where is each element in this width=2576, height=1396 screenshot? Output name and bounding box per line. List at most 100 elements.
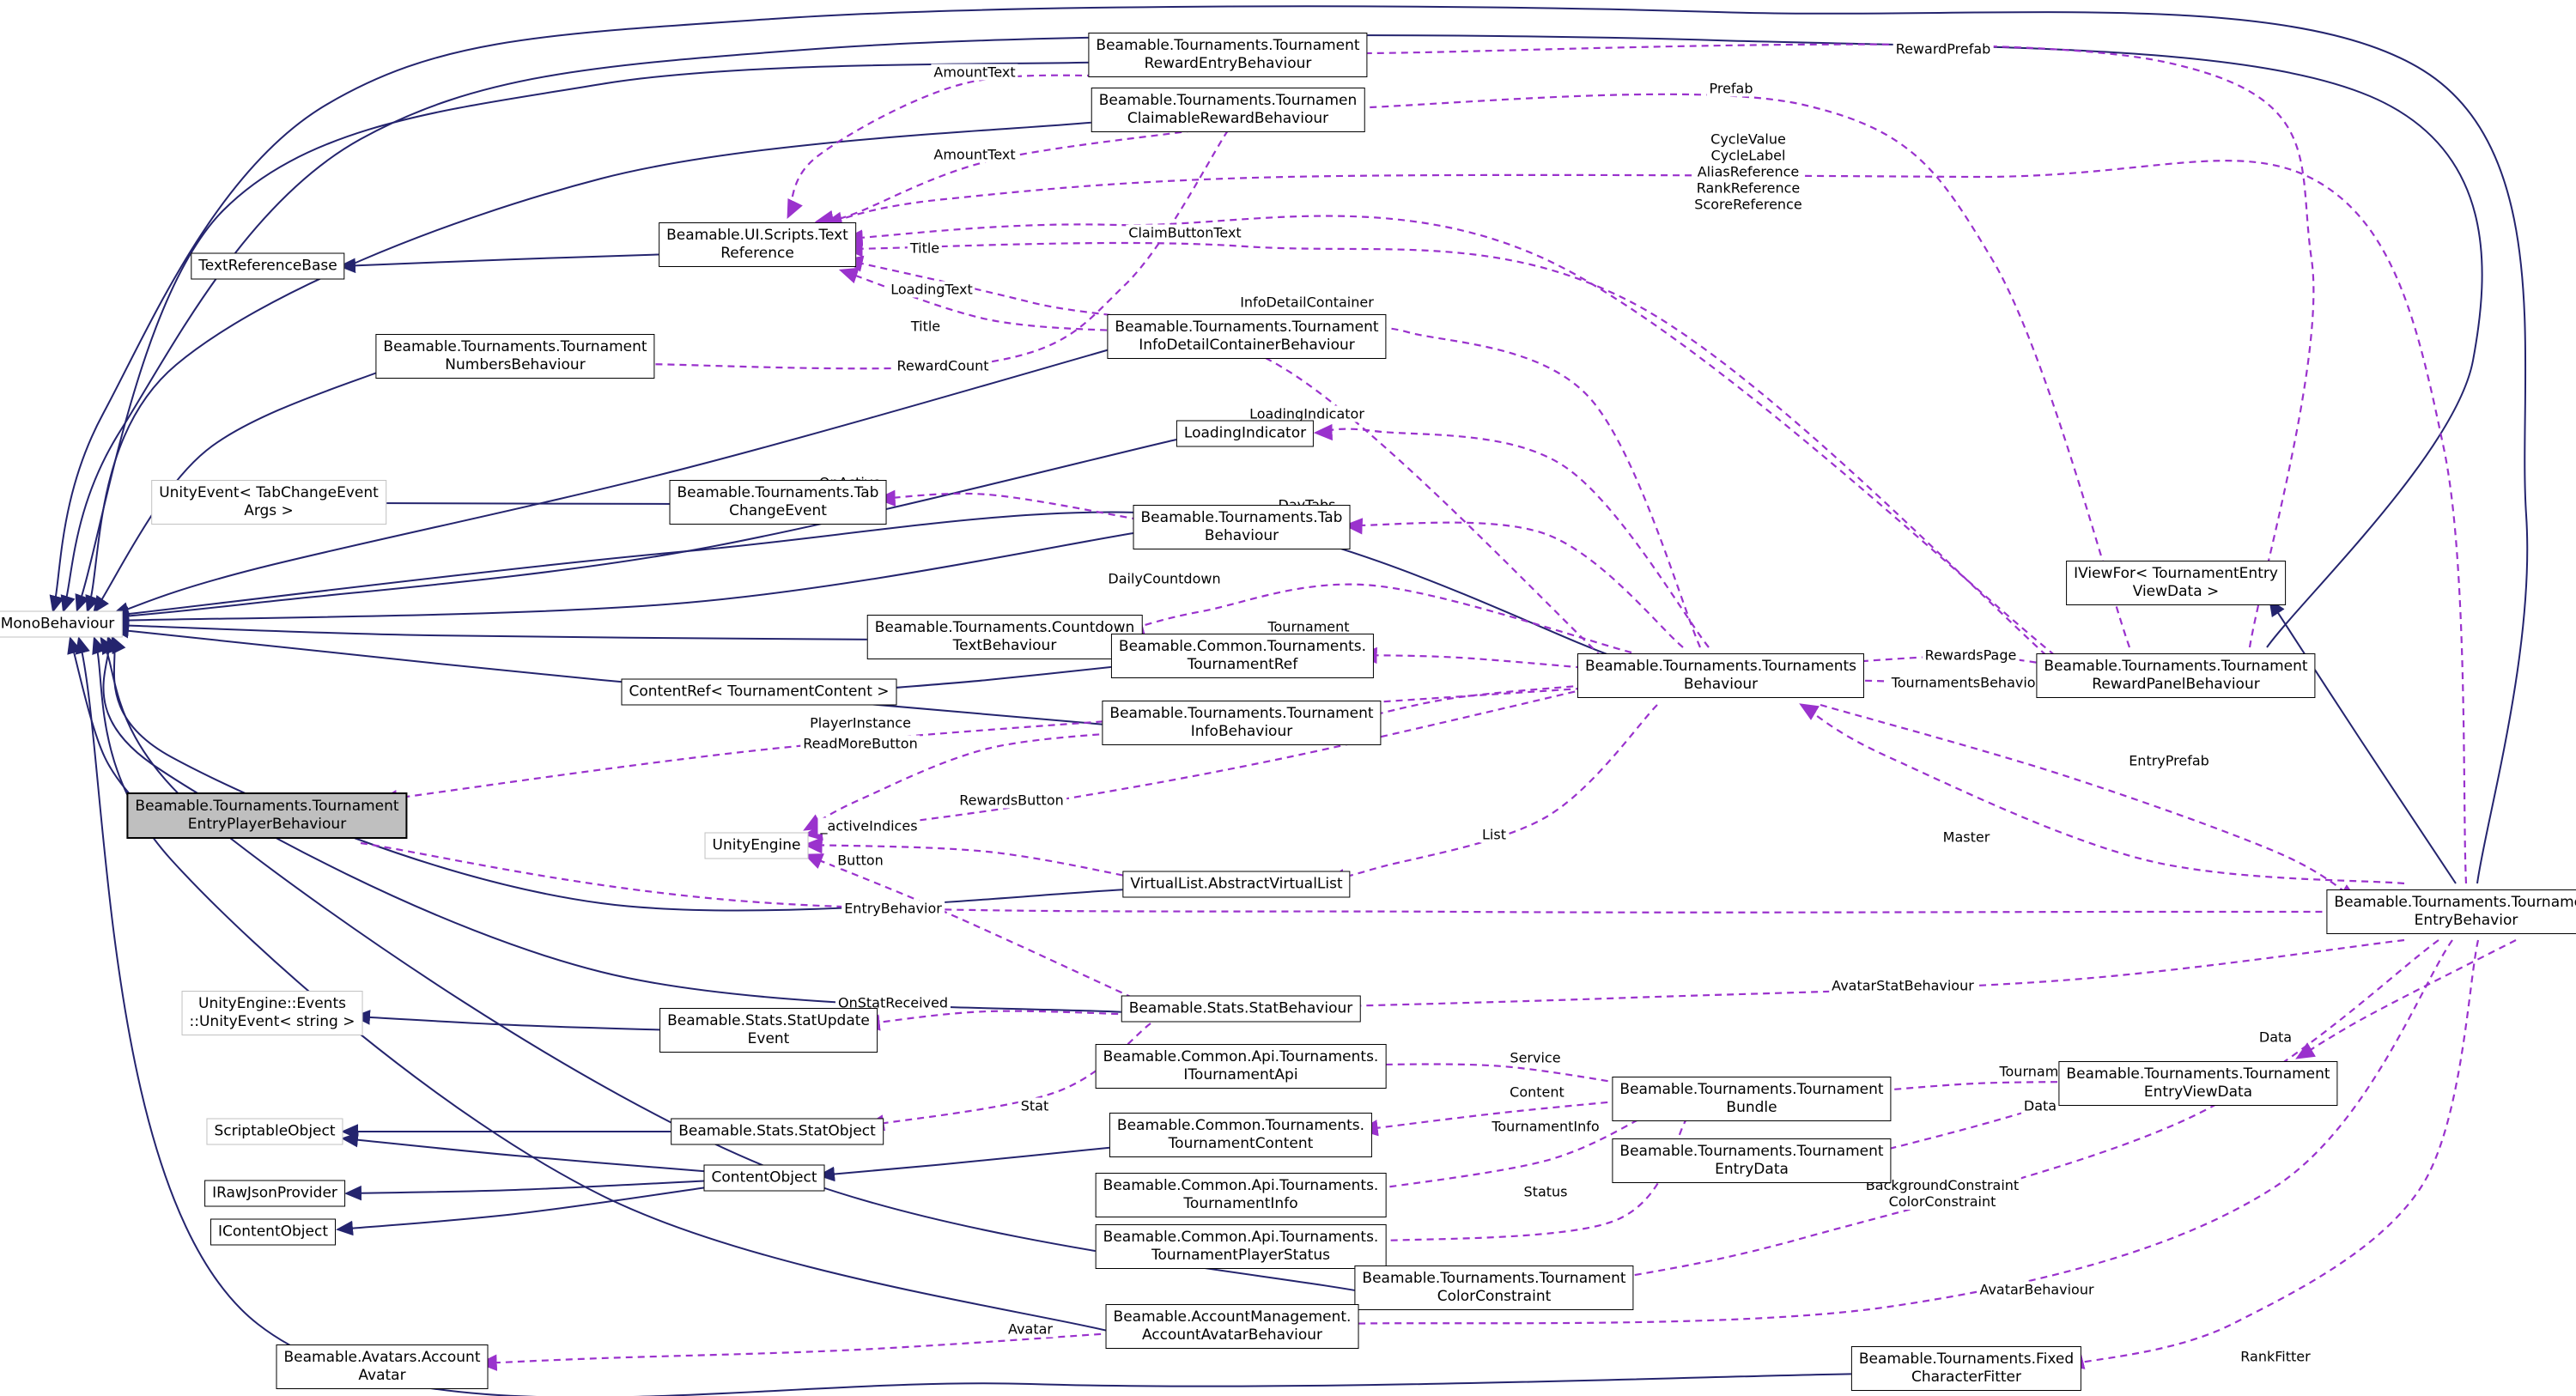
- usage-edge-Avatar: [477, 1331, 1126, 1371]
- edge-label-Prefab: Prefab: [1706, 80, 1756, 97]
- edge-label-LoadingText: LoadingText: [888, 281, 975, 298]
- node-infodetail[interactable]: Beamable.Tournaments.Tournament InfoDeta…: [1107, 314, 1387, 359]
- inheritance-edge-19: [817, 1145, 1126, 1182]
- node-rawjson[interactable]: IRawJsonProvider: [204, 1180, 345, 1207]
- usage-edge-_activeIndices: [803, 837, 1147, 882]
- edge-label-CycleValue: CycleValue CycleLabel AliasReference Ran…: [1692, 130, 1805, 213]
- node-entrydata[interactable]: Beamable.Tournaments.Tournament EntryDat…: [1612, 1138, 1892, 1183]
- inheritance-edge-17: [344, 1180, 714, 1201]
- node-icontentobj[interactable]: IContentObject: [210, 1218, 336, 1246]
- node-mono: MonoBehaviour: [0, 610, 123, 638]
- usage-edge-OnActive: [876, 489, 1139, 521]
- usage-edge-CycleValue: [823, 160, 2468, 884]
- usage-edge-EntryBehavior: [360, 841, 2360, 920]
- inheritance-edge-26: [2269, 598, 2457, 884]
- edge-label-List: List: [1479, 826, 1509, 843]
- edge-label-RewardsPage: RewardsPage: [1922, 646, 2020, 664]
- edge-label-Master: Master: [1940, 828, 1993, 846]
- node-uengine: UnityEngine: [704, 832, 809, 859]
- node-itapi[interactable]: Beamable.Common.Api.Tournaments. ITourna…: [1095, 1044, 1387, 1089]
- node-colorconstraint[interactable]: Beamable.Tournaments.Tournament ColorCon…: [1354, 1266, 1634, 1310]
- edge-label-PlayerInstance: PlayerInstance: [807, 714, 914, 731]
- node-fixedfitter[interactable]: Beamable.Tournaments.Fixed CharacterFitt…: [1850, 1346, 2082, 1391]
- inheritance-edge-10: [112, 623, 1127, 727]
- inheritance-edge-6: [112, 531, 1139, 628]
- inheritance-edge-9: [870, 665, 1127, 696]
- node-contentobj[interactable]: ContentObject: [703, 1164, 825, 1192]
- node-tcontent[interactable]: Beamable.Common.Tournaments. TournamentC…: [1109, 1113, 1373, 1157]
- edge-label-Avatar: Avatar: [1005, 1320, 1055, 1338]
- edge-label-RewardPrefab: RewardPrefab: [1893, 40, 1994, 58]
- usage-edge-Data: [2295, 939, 2517, 1059]
- edge-label-AmountText: AmountText: [931, 64, 1018, 81]
- edge-label-RankFitter: RankFitter: [2238, 1348, 2313, 1365]
- node-evd[interactable]: Beamable.Tournaments.Tournament EntryVie…: [2058, 1061, 2338, 1106]
- inheritance-edge-24: [49, 5, 2529, 884]
- node-tabbehav[interactable]: Beamable.Tournaments.Tab Behaviour: [1133, 505, 1351, 549]
- inheritance-edge-2: [85, 119, 1117, 613]
- edge-label-Button: Button: [835, 852, 886, 869]
- edge-label-ClaimButtonText: ClaimButtonText: [1126, 224, 1244, 241]
- edge-label-Data: Data: [2256, 1029, 2295, 1046]
- usage-edge-LoadingIndicator: [1313, 423, 1710, 648]
- edge-label-InfoDetailContainer: InfoDetailContainer: [1237, 294, 1376, 311]
- usage-edge-ClaimButtonText: [843, 240, 2065, 672]
- node-numbers[interactable]: Beamable.Tournaments.Tournament NumbersB…: [375, 334, 655, 379]
- edge-label-TournamentInfo: TournamentInfo: [1489, 1118, 1602, 1135]
- node-avatarbehav[interactable]: Beamable.AccountManagement. AccountAvata…: [1105, 1304, 1359, 1349]
- node-vlist[interactable]: VirtualList.AbstractVirtualList: [1122, 871, 1351, 898]
- node-textrefbase[interactable]: TextReferenceBase: [191, 252, 345, 280]
- usage-edge-EntryPrefab: [1820, 703, 2359, 901]
- node-accountavatar[interactable]: Beamable.Avatars.Account Avatar: [276, 1344, 489, 1389]
- usage-edge-RewardPrefab: [1339, 43, 2315, 648]
- node-tabchange[interactable]: Beamable.Tournaments.Tab ChangeEvent: [669, 480, 887, 525]
- node-gray: Beamable.Tournaments.Tournament EntryPla…: [126, 792, 408, 839]
- edge-label-EntryPrefab: EntryPrefab: [2126, 752, 2212, 769]
- usage-edge-AvatarStatBehaviour: [1339, 938, 2405, 1015]
- node-bundle[interactable]: Beamable.Tournaments.Tournament Bundle: [1612, 1077, 1892, 1121]
- usage-edge-Prefab: [1339, 93, 2131, 648]
- node-tsb[interactable]: Beamable.Tournaments.Tournaments Behavio…: [1577, 653, 1865, 698]
- node-pstatus[interactable]: Beamable.Common.Api.Tournaments. Tournam…: [1095, 1224, 1387, 1269]
- node-statupdate[interactable]: Beamable.Stats.StatUpdate Event: [659, 1008, 878, 1053]
- edge-label-RewardsButton: RewardsButton: [957, 792, 1066, 809]
- node-rewardentry[interactable]: Beamable.Tournaments.Tournament RewardEn…: [1088, 33, 1368, 77]
- usage-edge-Stat: [865, 1023, 1151, 1132]
- edge-label-EntryBehavior: EntryBehavior: [841, 900, 945, 917]
- node-entrybehavior[interactable]: Beamable.Tournaments.Tournament EntryBeh…: [2326, 889, 2576, 934]
- edge-label-Tournament: Tournament: [1265, 618, 1352, 635]
- usage-edge-AmountText: [787, 74, 1119, 219]
- node-tref[interactable]: Beamable.Common.Tournaments. TournamentR…: [1110, 634, 1375, 678]
- node-infobehav[interactable]: Beamable.Tournaments.Tournament InfoBeha…: [1102, 701, 1382, 745]
- inheritance-edge-3: [93, 364, 398, 614]
- edge-label-AmountText: AmountText: [931, 146, 1018, 163]
- node-stat_obj[interactable]: Beamable.Stats.StatObject: [671, 1118, 884, 1145]
- inheritance-edge-22: [75, 636, 1868, 1396]
- inheritance-edge-4: [112, 343, 1132, 617]
- node-scriptable: ScriptableObject: [206, 1118, 343, 1145]
- usage-edge-Tournament: [1859, 1080, 2082, 1100]
- node-tinfo[interactable]: Beamable.Common.Api.Tournaments. Tournam…: [1095, 1173, 1387, 1217]
- edge-label-Service: Service: [1507, 1049, 1564, 1066]
- node-loadingind[interactable]: LoadingIndicator: [1176, 420, 1315, 447]
- node-statbehav[interactable]: Beamable.Stats.StatBehaviour: [1121, 995, 1361, 1023]
- edge-label-TournamentsBehaviour: TournamentsBehaviour: [1888, 674, 2053, 691]
- inheritance-edge-1: [75, 61, 1117, 612]
- node-countdown[interactable]: Beamable.Tournaments.Countdown TextBehav…: [866, 615, 1143, 659]
- node-rpanel[interactable]: Beamable.Tournaments.Tournament RewardPa…: [2036, 653, 2316, 698]
- inheritance-edge-21: [92, 636, 1126, 1336]
- node-textref[interactable]: Beamable.UI.Scripts.Text Reference: [659, 222, 856, 267]
- node-iviewfor[interactable]: IViewFor< TournamentEntry ViewData >: [2066, 561, 2286, 605]
- usage-edge-DailyCountdown: [1124, 583, 1632, 654]
- inheritance-edge-8: [112, 617, 885, 640]
- edge-label-Data: Data: [2020, 1097, 2060, 1114]
- usage-edge-Title: [838, 267, 1132, 333]
- edge-label-AvatarStatBehaviour: AvatarStatBehaviour: [1829, 977, 1977, 994]
- edge-label-DailyCountdown: DailyCountdown: [1105, 570, 1224, 587]
- node-contentref[interactable]: ContentRef< TournamentContent >: [621, 678, 897, 706]
- node-uevt_tab: UnityEvent< TabChangeEvent Args >: [151, 480, 386, 525]
- node-uevt_str: UnityEngine::Events ::UnityEvent< string…: [181, 991, 363, 1035]
- usage-edge-RankFitter: [2064, 939, 2480, 1369]
- node-claimable[interactable]: Beamable.Tournaments.Tournamen Claimable…: [1091, 88, 1365, 132]
